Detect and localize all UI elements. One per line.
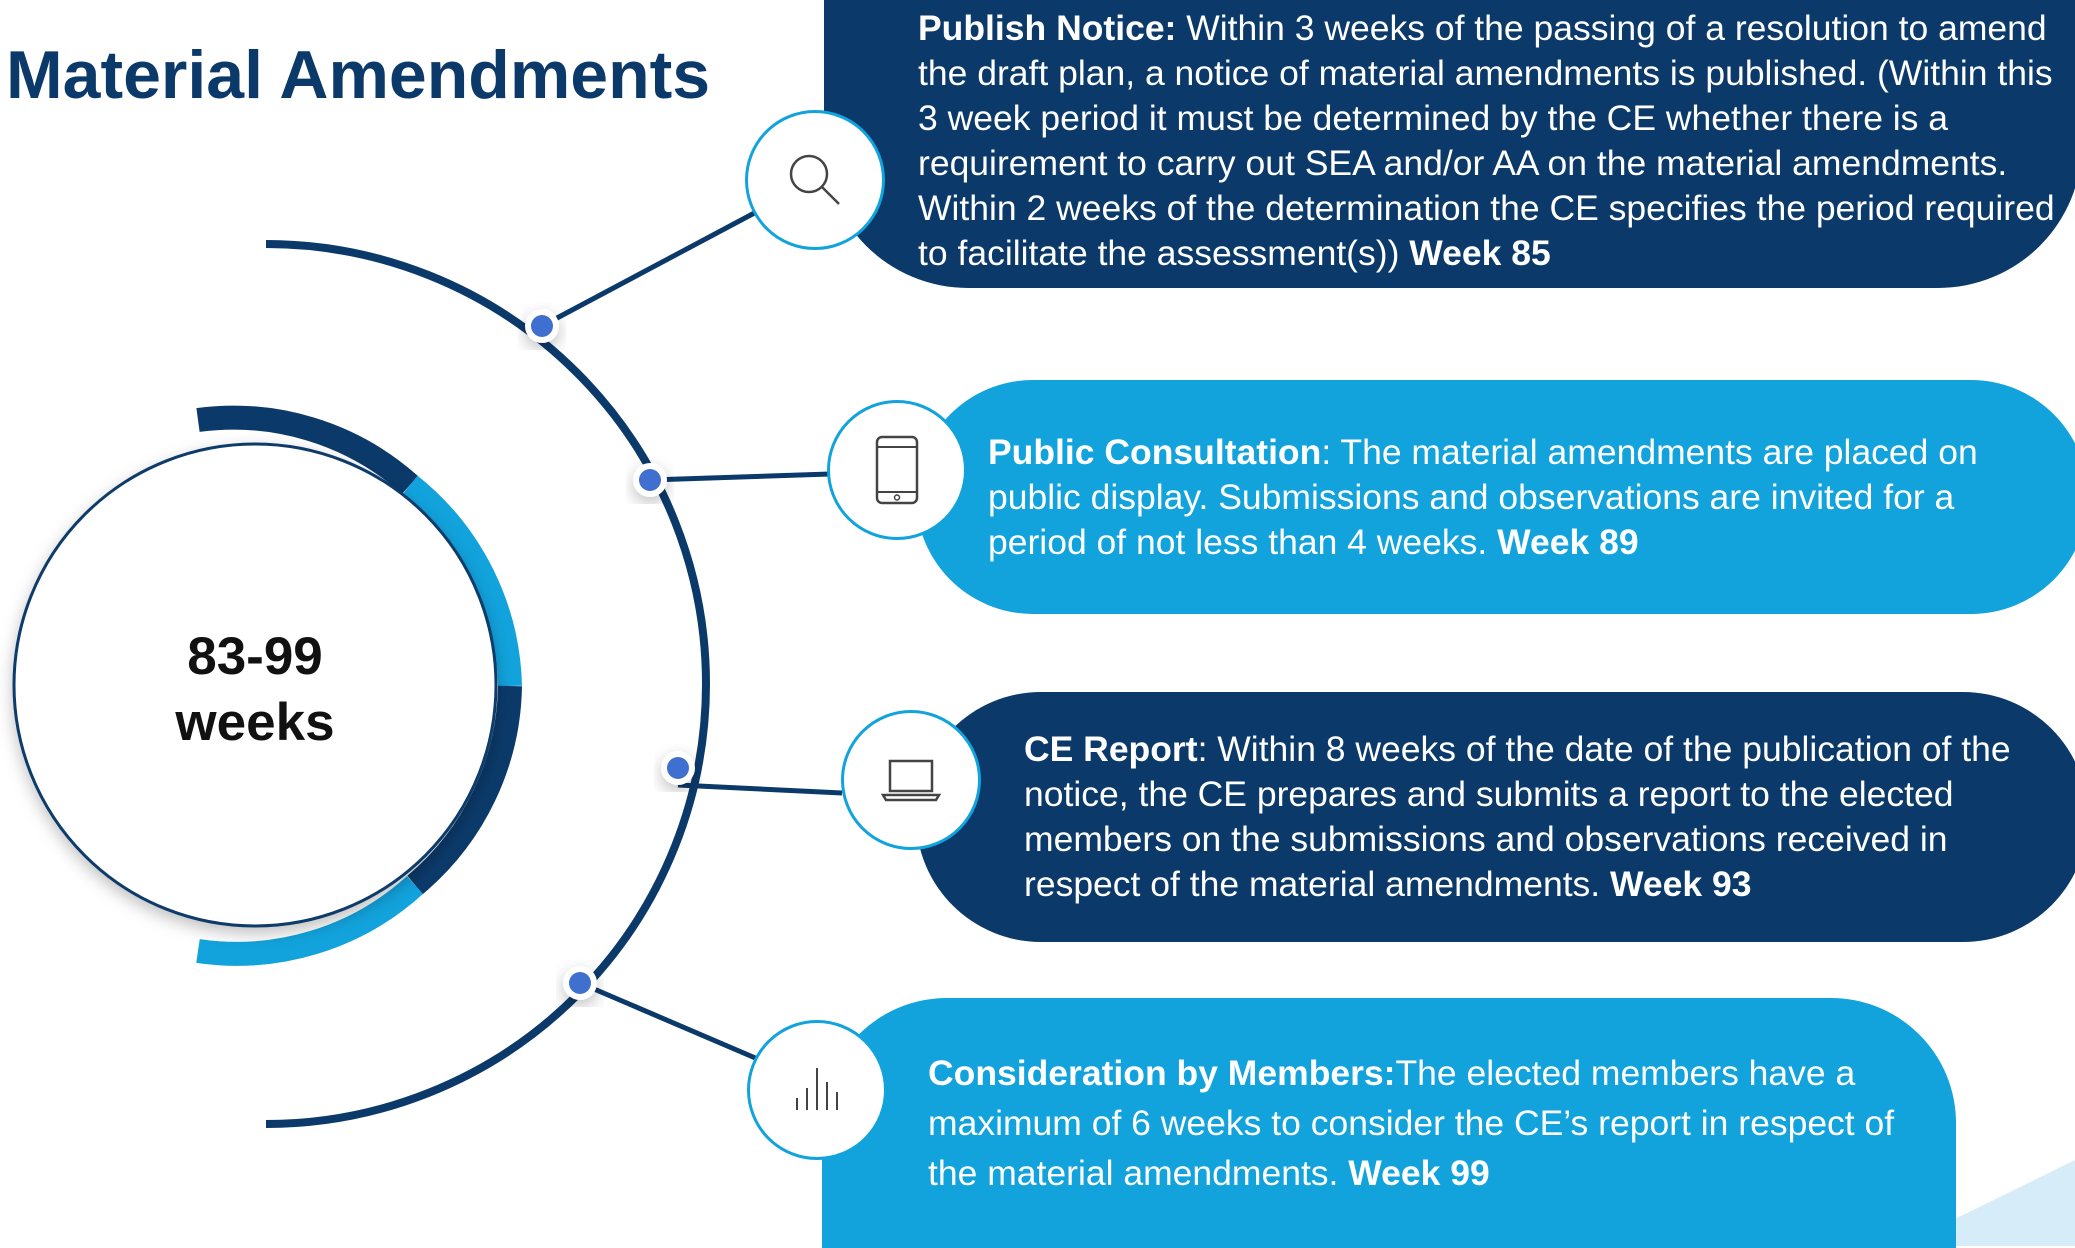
laptop-icon: [881, 759, 941, 802]
step-text: Public Consultation: The material amendm…: [988, 430, 2048, 565]
icon-badge-2: [827, 400, 967, 540]
step-card-publish-notice: Publish Notice: Within 3 weeks of the pa…: [824, 0, 2075, 288]
timeline-dot-2: [633, 463, 667, 497]
step-body: The elected members have a maximum of 6 …: [928, 1053, 1895, 1193]
step-heading: Publish Notice:: [918, 8, 1177, 48]
step-text: Consideration by Members:The elected mem…: [928, 1048, 1916, 1198]
page-title: Material Amendments: [6, 37, 711, 113]
step-card-consideration-by-members: Consideration by Members:The elected mem…: [822, 998, 1956, 1248]
timeline-dot-4: [563, 966, 597, 1000]
timeline-dot-3: [661, 751, 695, 785]
outer-arc: [265, 240, 710, 1128]
duration-label: 83-99 weeks: [140, 624, 370, 756]
center-circle: [12, 442, 498, 928]
connector-line-3: [677, 782, 843, 796]
search-icon: [789, 154, 840, 205]
step-week: Week 93: [1610, 864, 1752, 904]
step-text: CE Report: Within 8 weeks of the date of…: [1024, 727, 2048, 907]
step-heading: Public Consultation: [988, 431, 1322, 472]
connector-line-2: [649, 471, 831, 483]
step-card-ce-report: CE Report: Within 8 weeks of the date of…: [916, 692, 2075, 942]
mobile-phone-icon: [875, 435, 919, 505]
timeline-dot-1: [525, 309, 559, 343]
bar-chart-icon: [796, 1068, 838, 1110]
step-text: Publish Notice: Within 3 weeks of the pa…: [918, 6, 2072, 276]
step-body: Within 3 weeks of the passing of a resol…: [918, 8, 2055, 273]
center-ring: [196, 405, 522, 966]
icon-badge-4: [747, 1020, 887, 1160]
step-heading: Consideration by Members:: [928, 1053, 1396, 1093]
duration-unit: weeks: [175, 693, 335, 752]
icon-badge-1: [745, 110, 885, 250]
step-body: : The material amendments are placed on …: [988, 431, 1978, 562]
duration-range: 83-99: [187, 627, 323, 686]
step-week: Week 89: [1497, 521, 1639, 562]
step-week: Week 85: [1409, 233, 1551, 273]
icon-badge-3: [841, 710, 981, 850]
connector-line-1: [540, 207, 762, 329]
step-body: : Within 8 weeks of the date of the publ…: [1024, 729, 2011, 904]
step-heading: CE Report: [1024, 729, 1198, 769]
step-card-public-consultation: Public Consultation: The material amendm…: [916, 380, 2075, 614]
step-week: Week 99: [1348, 1153, 1490, 1193]
connector-line-4: [579, 980, 761, 1063]
